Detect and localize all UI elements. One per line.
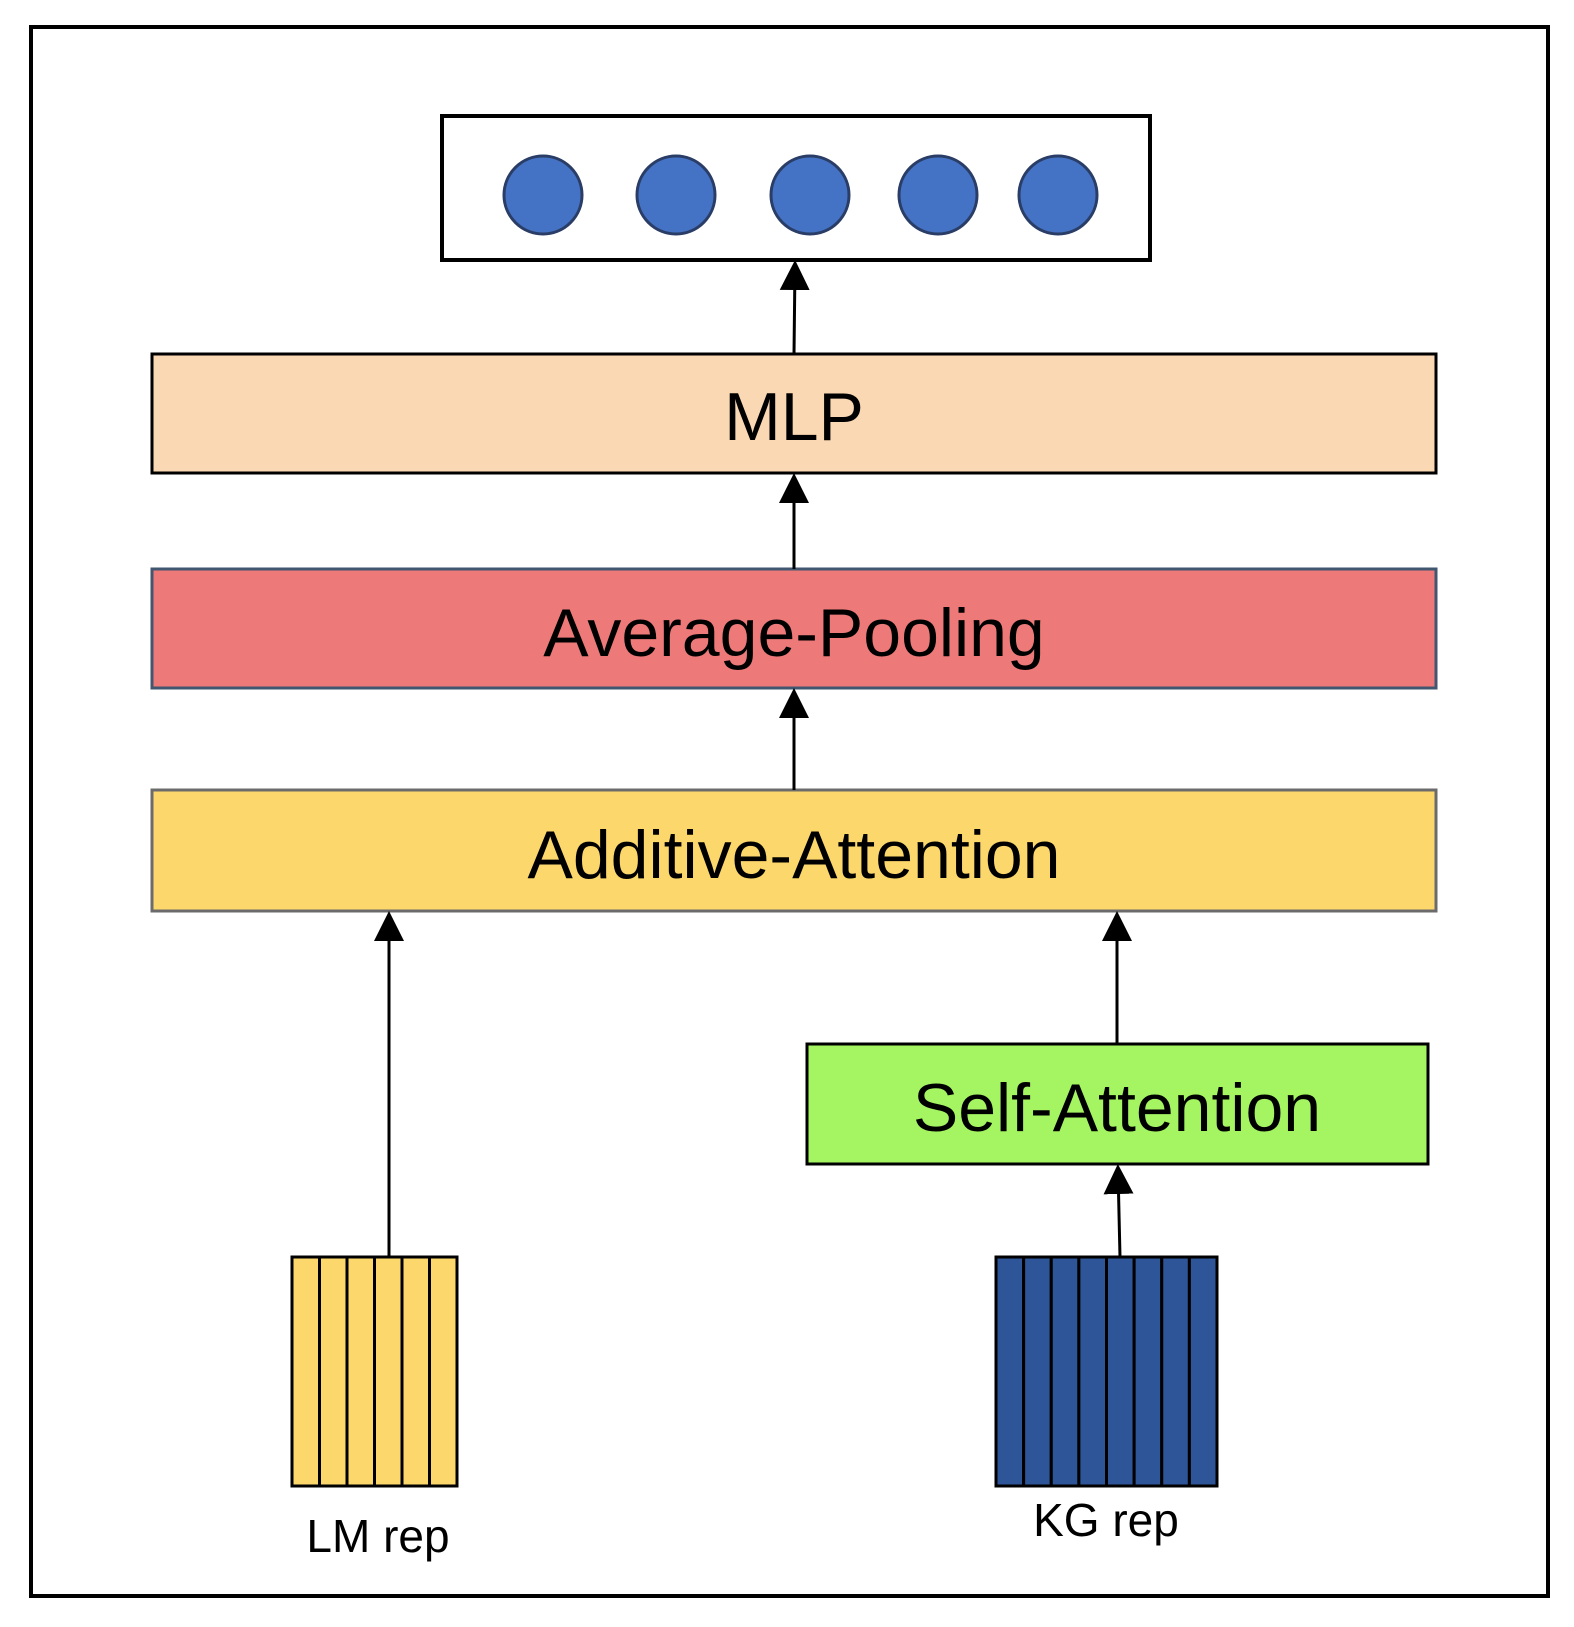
lm-rep-segment xyxy=(318,1255,349,1488)
output-node xyxy=(635,154,717,236)
lm-rep-segment xyxy=(373,1255,404,1488)
kg-rep-segment xyxy=(1187,1255,1219,1488)
additive-attention-layer-box xyxy=(150,788,1438,913)
kg-rep-segment xyxy=(1105,1255,1136,1488)
kg-rep-label: KG rep xyxy=(1033,1494,1179,1546)
output-node xyxy=(769,154,851,236)
self-attention-layer-label: Self-Attention xyxy=(913,1070,1321,1146)
mlp-layer-label: MLP xyxy=(724,379,864,455)
mlp-layer: MLP xyxy=(150,352,1438,475)
lm-rep-label: LM rep xyxy=(306,1510,449,1562)
self-attention-layer: Self-Attention xyxy=(805,1042,1430,1166)
output-layer xyxy=(440,114,1152,262)
additive-attention-layer-label: Additive-Attention xyxy=(528,817,1061,893)
average-pooling-layer-label: Average-Pooling xyxy=(543,595,1045,671)
average-pooling-layer: Average-Pooling xyxy=(150,567,1438,690)
lm-rep-segment xyxy=(345,1255,376,1488)
kg-rep-segment xyxy=(1077,1255,1108,1488)
kg-rep-segment xyxy=(1049,1255,1081,1488)
output-node xyxy=(502,154,584,236)
kg-rep-segment xyxy=(1132,1255,1164,1488)
self-attention-layer-box xyxy=(805,1042,1430,1166)
arrow-mlp-to-output xyxy=(779,260,810,355)
kg-rep-segment xyxy=(1022,1255,1053,1488)
output-node xyxy=(897,154,979,236)
arrow-kg-to-selfattention xyxy=(1103,1164,1134,1258)
lm-rep-segment xyxy=(428,1255,459,1488)
additive-attention-layer: Additive-Attention xyxy=(150,788,1438,913)
mlp-layer-box xyxy=(150,352,1438,475)
kg-rep-segment xyxy=(1160,1255,1191,1488)
lm-rep-block xyxy=(290,1255,459,1488)
lm-rep-segment xyxy=(400,1255,431,1488)
lm-rep-segment xyxy=(290,1255,321,1488)
kg-rep-segment xyxy=(994,1255,1026,1488)
average-pooling-layer-box xyxy=(150,567,1438,690)
output-nodes xyxy=(502,154,1099,236)
kg-rep-block xyxy=(994,1255,1219,1488)
output-node xyxy=(1017,154,1099,236)
